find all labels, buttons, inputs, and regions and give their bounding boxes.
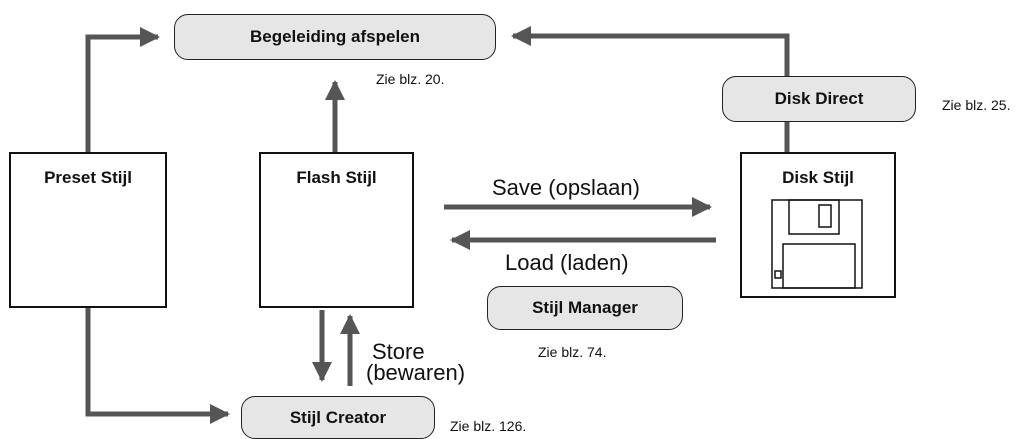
load-label: Load (laden) xyxy=(505,250,629,275)
disk-stijl-box: Disk Stijl xyxy=(740,152,896,298)
disk-direct-label: Disk Direct xyxy=(774,89,864,108)
stijl-creator-label: Stijl Creator xyxy=(289,407,387,427)
stijl-manager-node: Stijl Manager xyxy=(487,286,683,330)
arrow-preset-to-playback xyxy=(85,27,160,152)
disk-stijl-label: Disk Stijl xyxy=(782,168,854,187)
arrow-preset-to-creator xyxy=(85,308,230,424)
store-label: Store xyxy=(372,339,425,364)
bewaren-label: (bewaren) xyxy=(366,360,466,385)
flash-stijl-label: Flash Stijl xyxy=(296,168,377,187)
stijl-manager-page-ref: Zie blz. 74. xyxy=(538,344,607,360)
disk-direct-node: Disk Direct xyxy=(722,76,916,122)
playback-label: Begeleiding afspelen xyxy=(249,27,421,46)
disk-direct-page-ref: Zie blz. 25. xyxy=(942,97,1011,113)
save-label: Save (opslaan) xyxy=(492,175,640,200)
playback-node: Begeleiding afspelen xyxy=(174,14,496,60)
flash-stijl-box: Flash Stijl xyxy=(259,152,414,308)
preset-stijl-label: Preset Stijl xyxy=(44,168,132,187)
playback-page-ref: Zie blz. 20. xyxy=(376,71,445,87)
stijl-creator-page-ref: Zie blz. 126. xyxy=(450,418,527,434)
stijl-creator-node: Stijl Creator xyxy=(241,396,435,439)
stijl-manager-label: Stijl Manager xyxy=(532,298,638,317)
preset-stijl-box: Preset Stijl xyxy=(9,152,167,308)
floppy-disk-icon xyxy=(771,199,863,289)
